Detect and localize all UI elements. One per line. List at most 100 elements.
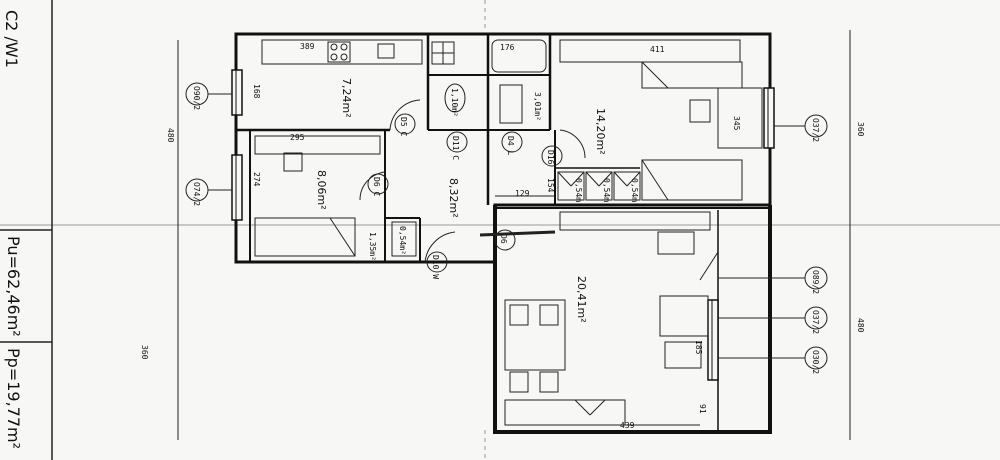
total-area-pu: Pu=62,46m² xyxy=(4,236,23,337)
dim-living-width: 439 xyxy=(620,421,635,430)
room2-bed xyxy=(254,217,356,257)
burner-4 xyxy=(340,53,348,61)
door-swing-d10 xyxy=(424,231,456,263)
dim-small-91: 91 xyxy=(698,404,707,414)
window-code-6: O30/2 xyxy=(811,350,820,374)
closet-d xyxy=(613,171,641,201)
door-circle-d11 xyxy=(446,131,468,153)
outer-wall-upper xyxy=(234,32,772,264)
dining-chair-2 xyxy=(539,304,559,326)
dim-room2-window: 274 xyxy=(252,172,261,187)
bed-2-fold xyxy=(641,159,669,201)
toilet xyxy=(444,83,466,113)
window-code-circle-1 xyxy=(185,82,209,106)
room-area-kitchen: 7,24m² xyxy=(340,78,353,118)
window-code-circle-3 xyxy=(804,114,828,138)
bed-1-fold xyxy=(641,61,669,89)
dim-bed-window: 345 xyxy=(732,116,741,131)
closet-d-x2 xyxy=(626,171,641,187)
bed-2 xyxy=(641,159,743,201)
window-kitchen xyxy=(231,69,243,116)
closet-c xyxy=(585,171,613,201)
dim-right-lower: 480 xyxy=(856,318,865,333)
dim-left-lower: 360 xyxy=(140,345,149,360)
dining-table xyxy=(504,299,566,371)
sideboard-mark-1 xyxy=(574,399,591,416)
dining-chair-4 xyxy=(539,371,559,393)
kitchen-stove xyxy=(327,41,351,63)
dim-small-185: 185 xyxy=(694,340,703,355)
window-code-circle-5 xyxy=(804,306,828,330)
window-room2 xyxy=(231,154,243,221)
door-swing-d5 xyxy=(389,99,421,131)
room-area-closet-b: 0,54m² xyxy=(574,178,583,207)
living-armchair xyxy=(657,231,695,255)
window-code-circle-4 xyxy=(804,266,828,290)
closet-b xyxy=(557,171,585,201)
burner-3 xyxy=(330,53,338,61)
living-sideboard xyxy=(504,399,626,426)
room-area-living: 20,41m² xyxy=(575,276,588,323)
door-label-d10: D10 W xyxy=(431,255,440,279)
room2-bed-fold xyxy=(329,217,356,257)
dim-right-upper: 360 xyxy=(856,122,865,137)
door-swing-d6 xyxy=(359,171,386,201)
closet-b-x2 xyxy=(570,171,585,187)
bed-1 xyxy=(641,61,743,89)
burner-1 xyxy=(330,43,338,51)
closet-a-box xyxy=(391,221,417,257)
kitchen-counter xyxy=(261,39,423,65)
closet-c-x2 xyxy=(598,171,613,187)
door-label-d6b: D6 xyxy=(499,234,508,244)
dim-bedroom-width: 411 xyxy=(650,45,665,54)
door-circle-d16 xyxy=(541,145,563,167)
bedside-table xyxy=(689,99,711,123)
closet-b-x1 xyxy=(557,171,572,187)
window-code-2: O74/2 xyxy=(192,182,201,206)
door-circle-d4 xyxy=(501,131,523,153)
margin-code: C2 /W1 xyxy=(2,10,21,68)
dim-small-154: 154 xyxy=(546,178,555,193)
window-code-circle-2 xyxy=(185,178,209,202)
balcony-door-swing xyxy=(699,251,719,281)
bath-sink xyxy=(499,84,523,124)
scan-crack xyxy=(479,230,556,237)
window-code-1: O90/2 xyxy=(192,86,201,110)
door-circle-d10 xyxy=(426,251,448,273)
living-cabinet xyxy=(559,211,711,231)
room-area-closet-d: 0,54m² xyxy=(630,178,639,207)
door-label-d11: D11 C xyxy=(451,136,460,160)
dim-room2-width: 295 xyxy=(290,133,305,142)
closet-d-x1 xyxy=(613,171,628,187)
closet-c-x1 xyxy=(585,171,600,187)
room-area-hall: 8,32m² xyxy=(447,178,460,218)
dining-chair-3 xyxy=(509,371,529,393)
door-label-d4: D4 L xyxy=(506,136,515,155)
kitchen-sink xyxy=(377,43,395,59)
burner-2 xyxy=(340,43,348,51)
door-swing-d16 xyxy=(559,129,586,159)
room-area-room2: 8,06m² xyxy=(315,170,328,210)
total-area-pp: Pp=19,77m² xyxy=(4,348,23,449)
door-label-d16: D16 xyxy=(546,150,555,165)
window-code-4: O89/2 xyxy=(811,270,820,294)
window-code-circle-6 xyxy=(804,346,828,370)
living-sofa xyxy=(659,295,709,337)
dining-chair-1 xyxy=(509,304,529,326)
dim-left-upper: 480 xyxy=(166,128,175,143)
dim-kitchen-width: 389 xyxy=(300,42,315,51)
door-label-d6: D6 C xyxy=(372,177,381,196)
door-label-d5: D5 C xyxy=(399,117,408,136)
dim-top-small: 176 xyxy=(500,43,515,52)
room-area-closet-e: 0,54m² xyxy=(398,226,407,255)
window-bedroom xyxy=(763,87,775,149)
door-circle-d6 xyxy=(367,173,389,195)
window-code-3: O37/2 xyxy=(811,118,820,142)
room-area-wc: 1,10m² xyxy=(450,88,459,117)
bathtub xyxy=(491,39,547,73)
door-circle-d6b xyxy=(494,229,516,251)
window-living xyxy=(707,299,719,381)
room-area-closet-c: 0,54m² xyxy=(602,178,611,207)
